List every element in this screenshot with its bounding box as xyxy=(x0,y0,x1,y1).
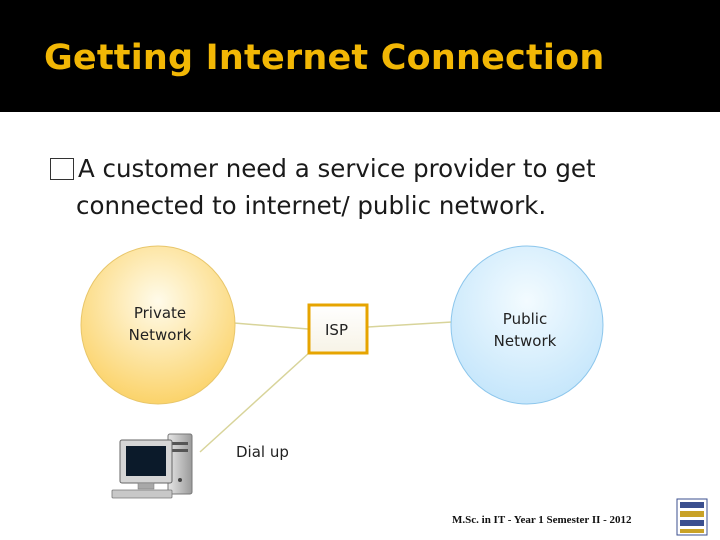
footer-text: M.Sc. in IT - Year 1 Semester II - 2012 xyxy=(452,514,632,526)
dialup-link xyxy=(199,351,311,453)
private-isp-link xyxy=(233,322,309,330)
bullet-point: A customer need a service provider to ge… xyxy=(50,150,690,224)
title-bar: Getting Internet Connection xyxy=(0,0,720,112)
bullet-text-line-1: A customer need a service provider to ge… xyxy=(78,154,596,183)
institution-logo xyxy=(676,498,708,536)
public-network-circle xyxy=(450,245,604,405)
private-network-circle xyxy=(80,245,236,405)
dial-up-label: Dial up xyxy=(236,443,289,461)
desktop-computer-icon xyxy=(111,433,193,499)
private-network-label: Private Network xyxy=(128,304,192,344)
public-network-label: Public Network xyxy=(493,310,557,350)
bullet-box-icon xyxy=(50,158,74,180)
slide-title: Getting Internet Connection xyxy=(44,38,605,78)
isp-label: ISP xyxy=(325,321,348,339)
isp-public-link xyxy=(367,321,453,328)
bullet-text-line-2: connected to internet/ public network. xyxy=(76,191,547,220)
isp-box xyxy=(307,303,369,355)
